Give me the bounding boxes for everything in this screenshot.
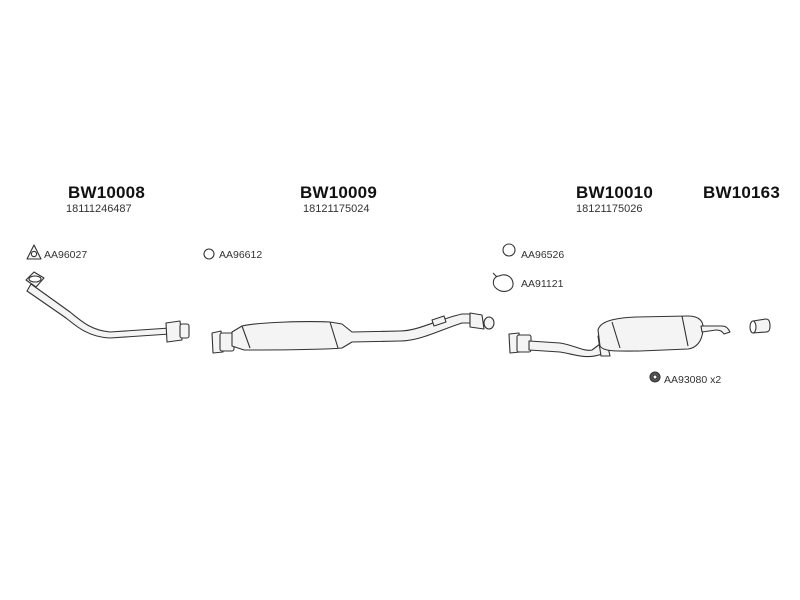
accessory-label-aa96526: AA96526	[521, 249, 565, 261]
part-code-bw10009: BW10009	[300, 183, 377, 202]
accessory-label-aa93080: AA93080 x2	[664, 374, 722, 386]
front-pipe-bw10008	[25, 271, 190, 343]
rear-silencer-bw10010	[508, 315, 731, 358]
triangular-gasket-icon	[26, 244, 42, 260]
part-code-bw10163: BW10163	[703, 183, 780, 202]
ring-clamp-icon	[203, 248, 215, 260]
ring-clamp-icon	[502, 243, 516, 257]
part-code-bw10010: BW10010	[576, 183, 653, 202]
accessory-label-aa91121: AA91121	[521, 278, 564, 290]
hanger-clamp-icon	[492, 272, 514, 292]
oem-number-bw10009: 18121175024	[303, 203, 370, 215]
rubber-mount-icon	[649, 371, 661, 383]
accessory-label-aa96612: AA96612	[219, 249, 263, 261]
center-pipe-bw10009	[211, 312, 495, 354]
tail-pipe-bw10163	[749, 318, 771, 334]
oem-number-bw10010: 18121175026	[576, 203, 643, 215]
accessory-label-aa96027: AA96027	[44, 249, 88, 261]
oem-number-bw10008: 18111246487	[66, 203, 132, 215]
part-code-bw10008: BW10008	[68, 183, 145, 202]
